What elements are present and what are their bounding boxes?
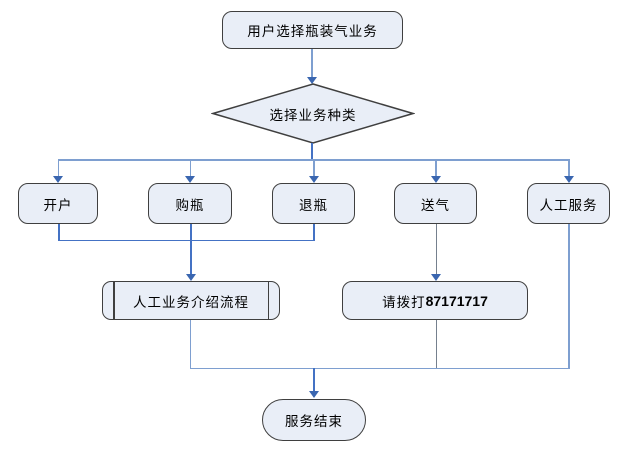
connector-open-account-down — [57, 224, 60, 241]
end-label: 服务结束 — [285, 414, 343, 429]
connector-return-bottle-down — [312, 224, 315, 241]
connector-gas-delivery-to-call — [435, 224, 437, 275]
arrowhead-icon — [431, 274, 441, 281]
call-prefix: 请拨打 — [382, 294, 426, 310]
predefined-process-bar — [113, 282, 115, 319]
connector-rail-buy-bottle — [189, 159, 191, 177]
branch-manual-service-label: 人工服务 — [539, 197, 598, 213]
arrowhead-icon — [307, 77, 317, 84]
branch-open-account: 开户 — [18, 183, 98, 224]
end-node: 服务结束 — [262, 399, 366, 441]
connector-decision-rail — [311, 143, 313, 160]
arrowhead-icon — [563, 176, 574, 183]
branch-gas-delivery-label: 送气 — [421, 197, 450, 213]
start-label: 用户选择瓶装气业务 — [247, 24, 378, 39]
arrowhead-icon — [185, 274, 196, 281]
start-node: 用户选择瓶装气业务 — [222, 11, 403, 49]
branch-buy-bottle: 购瓶 — [148, 183, 232, 224]
manual-intro-label: 人工业务介绍流程 — [133, 294, 249, 310]
connector-rail-manual-service — [568, 159, 570, 177]
branch-open-account-label: 开户 — [43, 197, 73, 213]
arrowhead-icon — [185, 176, 195, 183]
connector-manual-intro-down — [189, 320, 191, 369]
connector-rail-gas-delivery — [435, 159, 437, 177]
connector-manual-service-to-merge — [568, 224, 570, 369]
diamond-shape — [211, 83, 415, 144]
arrowhead-icon — [430, 176, 441, 183]
decision-node: 选择业务种类 — [211, 83, 415, 144]
branch-return-bottle-label: 退瓶 — [299, 197, 328, 213]
branch-return-bottle: 退瓶 — [272, 183, 355, 224]
connector-buy-bottle-to-manual-intro — [189, 224, 192, 275]
predefined-process-bar — [267, 282, 269, 319]
arrowhead-icon — [308, 391, 319, 398]
call-phone-number: 87171717 — [425, 292, 488, 309]
connector-rail-return-bottle — [313, 159, 315, 177]
arrowhead-icon — [308, 176, 319, 183]
branch-buy-bottle-label: 购瓶 — [175, 197, 205, 213]
decision-label: 选择业务种类 — [269, 107, 357, 123]
manual-intro-node: 人工业务介绍流程 — [102, 281, 280, 320]
arrowhead-icon — [53, 176, 63, 183]
branch-manual-service: 人工服务 — [527, 183, 610, 224]
branch-gas-delivery: 送气 — [394, 183, 477, 224]
connector-call-down — [435, 320, 437, 369]
merge-rail-top — [57, 239, 314, 241]
connector-start-decision — [311, 49, 313, 78]
connector-merge-to-end — [312, 368, 315, 392]
merge-rail-bottom — [189, 367, 570, 369]
connector-rail-open-account — [57, 159, 59, 177]
